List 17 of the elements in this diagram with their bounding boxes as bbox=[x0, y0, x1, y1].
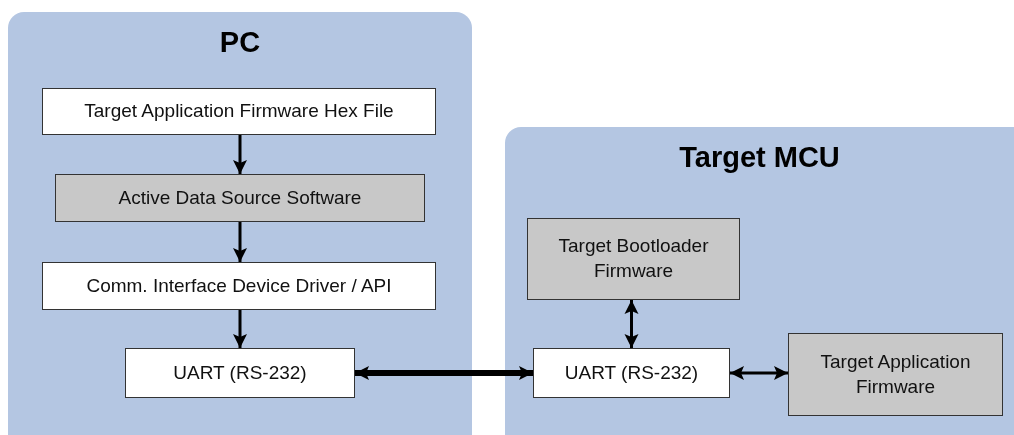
arrow bbox=[233, 135, 247, 174]
arrow bbox=[730, 366, 788, 380]
group-panel bbox=[505, 127, 1014, 435]
group-panel bbox=[8, 12, 472, 435]
process-box: Target Application Firmware bbox=[788, 333, 1003, 416]
panel-title: PC bbox=[219, 26, 261, 59]
panel-title: Target MCU bbox=[679, 141, 840, 174]
arrow bbox=[233, 310, 247, 348]
process-box: Active Data Source Software bbox=[55, 174, 425, 222]
process-box: UART (RS-232) bbox=[533, 348, 730, 398]
process-box: UART (RS-232) bbox=[125, 348, 355, 398]
arrow bbox=[233, 222, 247, 262]
arrow bbox=[355, 366, 533, 380]
arrow bbox=[624, 300, 639, 348]
process-box: Comm. Interface Device Driver / API bbox=[42, 262, 436, 310]
process-box: Target Application Firmware Hex File bbox=[42, 88, 436, 135]
process-box: Target Bootloader Firmware bbox=[527, 218, 740, 300]
